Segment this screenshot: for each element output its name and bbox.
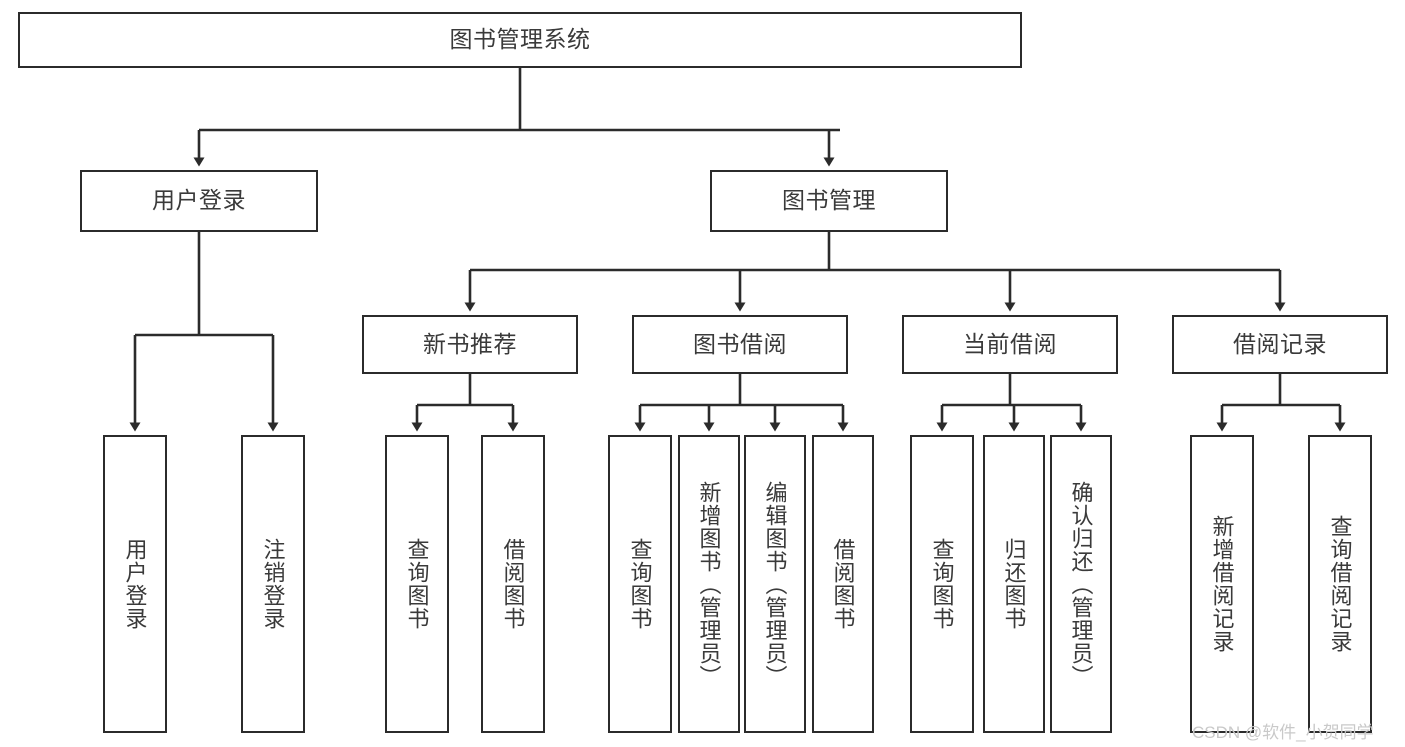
node-book-borrow[interactable]: 图书借阅 [632,315,848,374]
node-leaf-query-book-3[interactable]: 查询图书 [910,435,974,733]
node-leaf-user-login-label: 用户登录 [122,538,148,630]
node-book-manage[interactable]: 图书管理 [710,170,948,232]
node-current-borrow-label: 当前借阅 [963,330,1057,357]
node-book-manage-label: 图书管理 [782,187,876,214]
node-leaf-return-book[interactable]: 归还图书 [983,435,1045,733]
node-borrow-record[interactable]: 借阅记录 [1172,315,1388,374]
node-borrow-record-label: 借阅记录 [1233,330,1327,357]
node-leaf-borrow-book-1-label: 借阅图书 [500,538,526,630]
node-leaf-confirm-return-admin[interactable]: 确认归还（管理员） [1050,435,1112,733]
node-leaf-add-book-admin-label: 新增图书（管理员） [696,480,722,688]
node-leaf-query-book-2[interactable]: 查询图书 [608,435,672,733]
node-leaf-query-book-1-label: 查询图书 [404,538,430,630]
node-leaf-borrow-book-2[interactable]: 借阅图书 [812,435,874,733]
node-leaf-add-borrow-record-label: 新增借阅记录 [1209,515,1235,653]
node-leaf-borrow-book-1[interactable]: 借阅图书 [481,435,545,733]
node-leaf-borrow-book-2-label: 借阅图书 [830,538,856,630]
node-user-login-label: 用户登录 [152,187,246,214]
csdn-watermark: CSDN @软件_小贺同学 [1192,723,1374,742]
node-leaf-logout-login[interactable]: 注销登录 [241,435,305,733]
node-leaf-logout-login-label: 注销登录 [260,538,286,630]
node-book-borrow-label: 图书借阅 [693,330,787,357]
node-leaf-query-book-1[interactable]: 查询图书 [385,435,449,733]
node-leaf-query-book-2-label: 查询图书 [627,538,653,630]
node-leaf-user-login[interactable]: 用户登录 [103,435,167,733]
node-new-book-recommend-label: 新书推荐 [423,330,517,357]
node-current-borrow[interactable]: 当前借阅 [902,315,1118,374]
node-leaf-return-book-label: 归还图书 [1001,538,1027,630]
node-root-system[interactable]: 图书管理系统 [18,12,1022,68]
node-leaf-query-borrow-record[interactable]: 查询借阅记录 [1308,435,1372,733]
node-root-system-label: 图书管理系统 [449,26,591,53]
node-leaf-edit-book-admin[interactable]: 编辑图书（管理员） [744,435,806,733]
node-leaf-query-borrow-record-label: 查询借阅记录 [1327,515,1353,653]
node-new-book-recommend[interactable]: 新书推荐 [362,315,578,374]
node-leaf-edit-book-admin-label: 编辑图书（管理员） [762,480,788,688]
node-leaf-query-book-3-label: 查询图书 [929,538,955,630]
node-leaf-confirm-return-admin-label: 确认归还（管理员） [1068,480,1094,688]
node-user-login[interactable]: 用户登录 [80,170,318,232]
node-leaf-add-borrow-record[interactable]: 新增借阅记录 [1190,435,1254,733]
node-leaf-add-book-admin[interactable]: 新增图书（管理员） [678,435,740,733]
